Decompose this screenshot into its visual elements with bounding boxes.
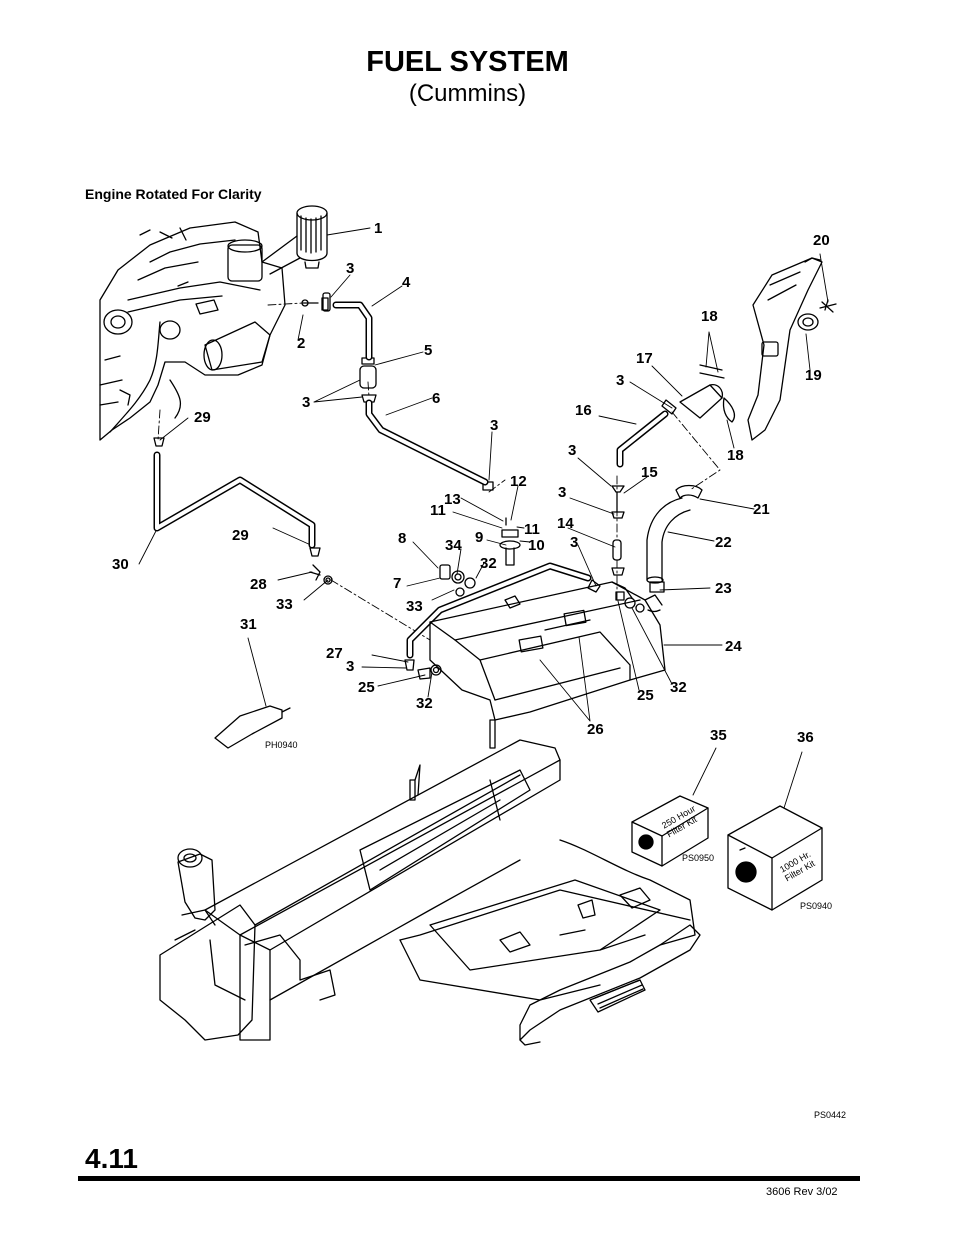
page-title: FUEL SYSTEM	[366, 46, 569, 78]
callout-3: 3	[568, 442, 577, 459]
fuel-tank	[429, 581, 666, 721]
callout-29: 29	[232, 527, 249, 544]
callout-24: 24	[725, 638, 742, 655]
callout-20: 20	[813, 232, 830, 249]
view-note: Engine Rotated For Clarity	[85, 186, 262, 202]
grease-tube	[214, 705, 291, 749]
engine-assembly	[99, 221, 286, 441]
callout-32: 32	[480, 555, 497, 572]
callout-13: 13	[444, 491, 461, 508]
callout-8: 8	[398, 530, 407, 547]
callout-27: 27	[326, 645, 343, 662]
filler-panel	[679, 257, 837, 441]
fuel-filter-canister	[261, 205, 328, 275]
callout-12: 12	[510, 473, 527, 490]
image-code-ps0950: PS0950	[682, 853, 715, 863]
callout-36: 36	[797, 729, 814, 746]
callout-11: 11	[524, 521, 540, 538]
callout-33: 33	[276, 596, 293, 613]
document-revision: 3606 Rev 3/02	[766, 1186, 838, 1198]
callout-3: 3	[302, 394, 311, 411]
callout-3: 3	[558, 484, 567, 501]
filler-neck-hose	[646, 497, 691, 584]
callout-6: 6	[432, 390, 441, 407]
callout-3: 3	[346, 260, 355, 277]
filter-kit-1000-box	[727, 805, 823, 911]
filter-kit-250-box	[631, 795, 709, 867]
fuel-hoses	[153, 301, 669, 659]
callout-5: 5	[424, 342, 433, 359]
callout-15: 15	[641, 464, 658, 481]
callout-26: 26	[587, 721, 604, 738]
footer-rule	[78, 1176, 860, 1181]
callout-22: 22	[715, 534, 732, 551]
callout-18: 18	[727, 447, 744, 464]
callout-34: 34	[445, 537, 462, 554]
callout-7: 7	[393, 575, 402, 592]
callout-16: 16	[575, 402, 592, 419]
callout-25: 25	[358, 679, 375, 696]
callout-23: 23	[715, 580, 732, 597]
callout-31: 31	[240, 616, 257, 633]
callout-25: 25	[637, 687, 654, 704]
callout-18: 18	[701, 308, 718, 325]
callout-11: 11	[430, 502, 446, 519]
machine-frame	[159, 719, 701, 1046]
callout-21: 21	[753, 501, 770, 518]
callout-2: 2	[297, 335, 306, 352]
callout-19: 19	[805, 367, 822, 384]
callout-32: 32	[416, 695, 433, 712]
callout-14: 14	[557, 515, 574, 532]
page-subtitle: (Cummins)	[408, 80, 527, 107]
image-code-ph0940: PH0940	[265, 740, 298, 750]
callout-4: 4	[402, 274, 411, 291]
callout-35: 35	[710, 727, 727, 744]
callout-33: 33	[406, 598, 423, 615]
callout-1: 1	[374, 220, 383, 237]
callout-3: 3	[570, 534, 579, 551]
callout-3: 3	[346, 658, 355, 675]
callout-10: 10	[528, 537, 545, 554]
image-code-ps0940: PS0940	[800, 901, 833, 911]
callout-28: 28	[250, 576, 267, 593]
callout-32: 32	[670, 679, 687, 696]
fittings-and-clamps	[153, 292, 736, 680]
callout-3: 3	[616, 372, 625, 389]
section-number: 4.11	[85, 1143, 138, 1174]
callout-3: 3	[490, 417, 499, 434]
image-code-ps0442: PS0442	[814, 1110, 847, 1120]
callout-9: 9	[475, 529, 484, 546]
callout-30: 30	[112, 556, 129, 573]
callout-17: 17	[636, 350, 653, 367]
callout-29: 29	[194, 409, 211, 426]
